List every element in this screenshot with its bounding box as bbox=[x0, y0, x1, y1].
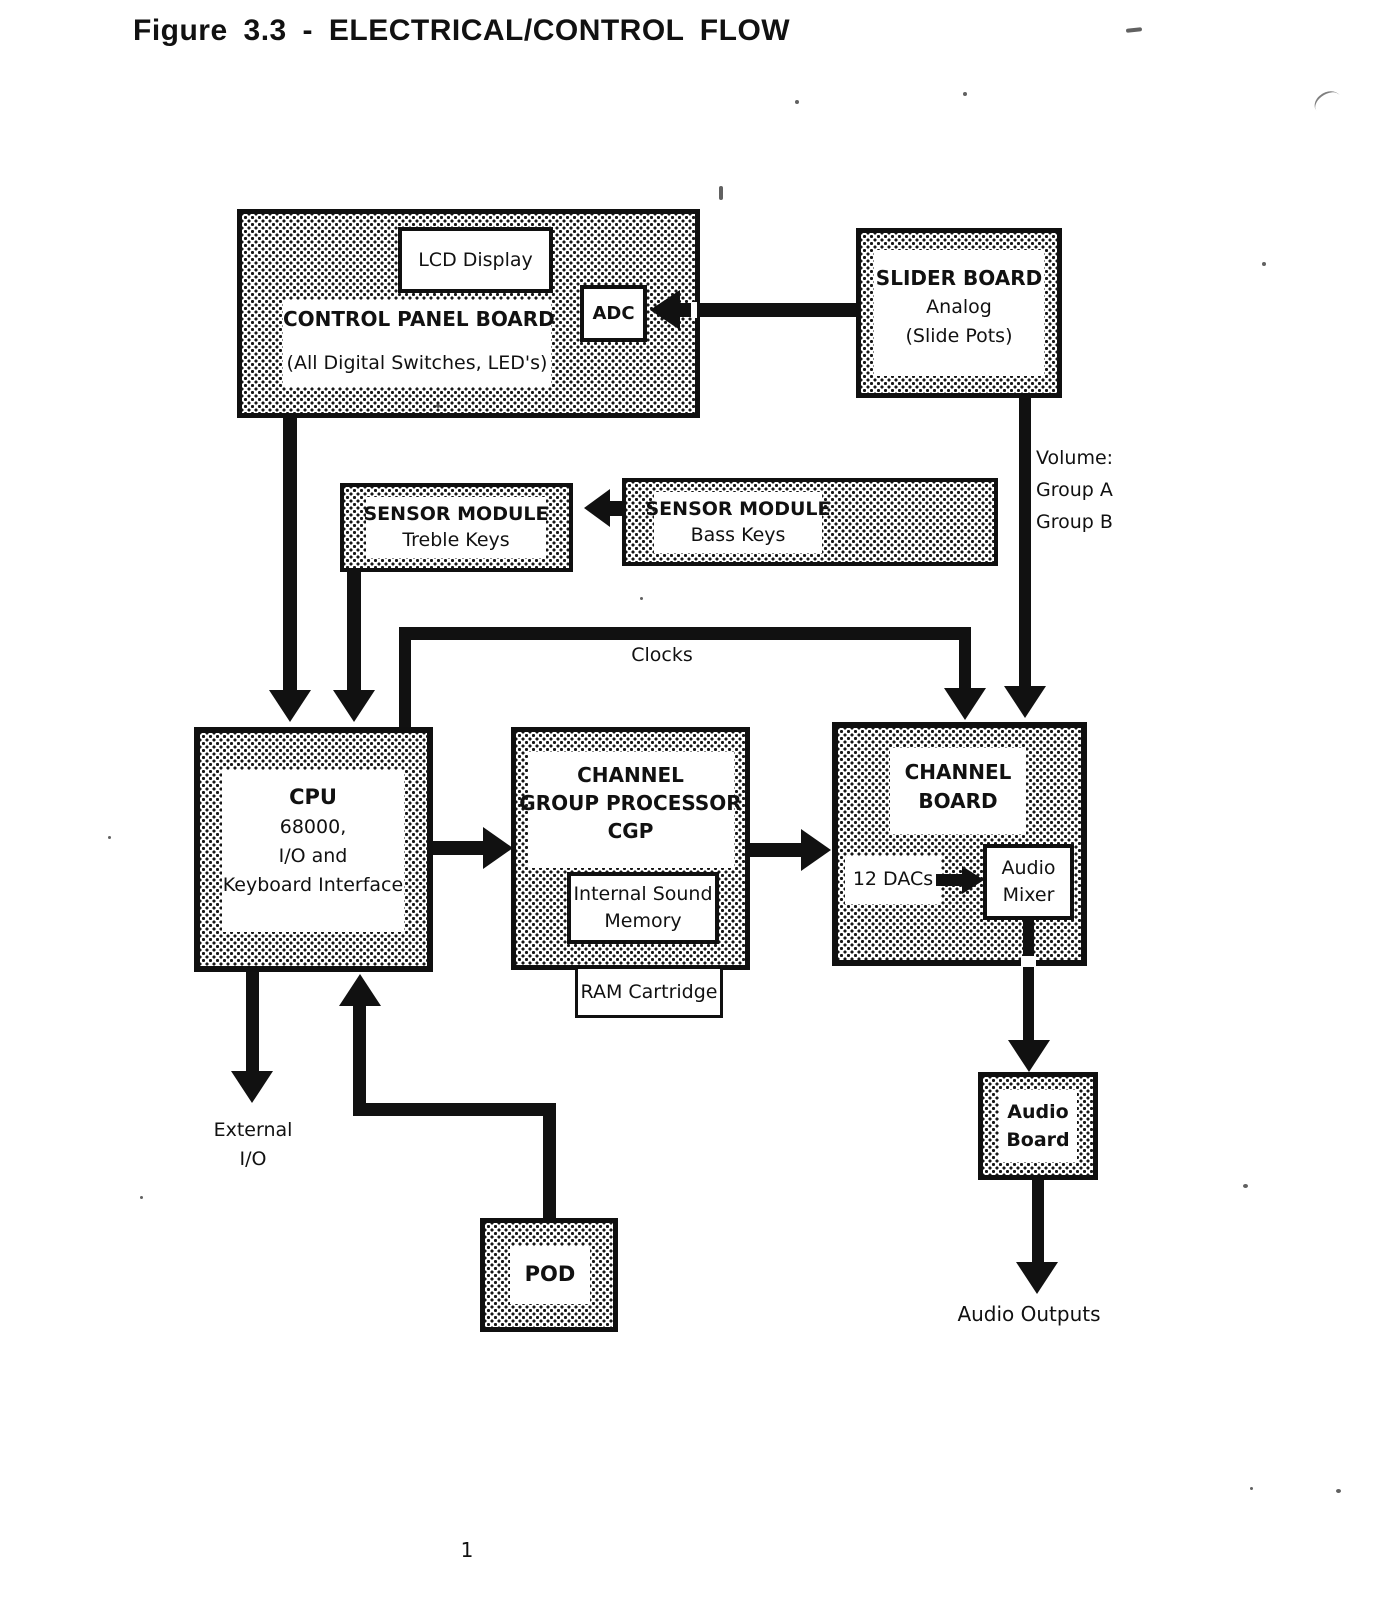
arrow-treble-to-cpu-shaft bbox=[347, 570, 361, 692]
arrow-cpb-to-cpu-shaft bbox=[283, 416, 297, 692]
audio-mixer-box: Audio Mixer bbox=[983, 844, 1074, 920]
arrow-audio-board-to-outputs-head bbox=[1016, 1262, 1058, 1294]
arrow-pod-to-cpu-horizontal bbox=[353, 1103, 556, 1116]
internal-sound-memory-line1: Internal Sound bbox=[573, 883, 713, 905]
control-panel-board-title: CONTROL PANEL BOARD bbox=[283, 307, 555, 331]
audio-board-line1: Audio bbox=[1007, 1101, 1069, 1123]
arrow-clocks-to-channel-board-head bbox=[944, 688, 986, 720]
dacs-label: 12 DACs bbox=[852, 868, 934, 890]
figure-title: Figure 3.3 - ELECTRICAL/CONTROL FLOW bbox=[133, 14, 791, 47]
slider-board-title: SLIDER BOARD bbox=[875, 266, 1043, 290]
clocks-line-left-vertical bbox=[399, 634, 411, 729]
sensor-treble-subtitle: Treble Keys bbox=[402, 529, 510, 551]
sensor-bass-backdrop bbox=[654, 492, 822, 553]
arrow-cpu-to-external-io-head bbox=[231, 1071, 273, 1103]
arrow-pod-to-cpu-riser bbox=[543, 1103, 556, 1220]
cpu-line1: CPU bbox=[289, 785, 337, 809]
arrow-slider-to-channel-board-head bbox=[1004, 686, 1046, 718]
volume-label-line1: Volume: bbox=[1036, 447, 1114, 469]
channel-board-backdrop bbox=[890, 748, 1026, 834]
arrow-slider-to-adc-gap bbox=[691, 302, 697, 318]
audio-board-backdrop bbox=[999, 1090, 1077, 1162]
sensor-treble-backdrop bbox=[366, 497, 546, 558]
adc-box: ADC bbox=[580, 285, 647, 342]
cgp-backdrop bbox=[528, 752, 734, 868]
arrow-bass-to-treble-head bbox=[584, 489, 610, 527]
dacs-backdrop bbox=[845, 856, 941, 904]
arrow-dacs-to-mixer-shaft bbox=[936, 874, 966, 886]
external-io-line1: External bbox=[213, 1119, 293, 1141]
internal-sound-memory-line2: Memory bbox=[604, 910, 682, 932]
arrow-bass-to-treble-shaft bbox=[608, 501, 624, 516]
page-number: 1 bbox=[460, 1538, 474, 1562]
pod-backdrop bbox=[510, 1246, 590, 1304]
sensor-treble-title: SENSOR MODULE bbox=[363, 503, 549, 525]
scan-artifact bbox=[1250, 1487, 1253, 1490]
cpu-backdrop bbox=[222, 770, 404, 932]
cpu-line2: 68000, bbox=[279, 816, 347, 838]
scan-artifact bbox=[719, 186, 723, 200]
arrow-slider-to-adc-head bbox=[650, 290, 680, 330]
control-panel-board-subtitle: (All Digital Switches, LED's) bbox=[286, 352, 548, 374]
scan-artifact bbox=[1243, 1184, 1248, 1188]
audio-board-line2: Board bbox=[1006, 1129, 1070, 1151]
arrow-audio-board-to-outputs-shaft bbox=[1032, 1180, 1044, 1264]
clocks-label: Clocks bbox=[631, 644, 693, 666]
volume-label-line2: Group A bbox=[1036, 479, 1113, 501]
scan-artifact bbox=[140, 1196, 143, 1199]
audio-mixer-line2: Mixer bbox=[1002, 884, 1055, 906]
sensor-bass-title: SENSOR MODULE bbox=[645, 498, 831, 520]
slider-board-line3: (Slide Pots) bbox=[905, 325, 1013, 347]
arrow-cgp-to-channel-board-shaft bbox=[750, 843, 803, 857]
ram-cartridge-label: RAM Cartridge bbox=[580, 981, 718, 1003]
cpu-line3: I/O and bbox=[278, 845, 348, 867]
lcd-display-label: LCD Display bbox=[418, 249, 533, 271]
arrow-cpu-to-cgp-head bbox=[483, 827, 513, 869]
scan-artifact bbox=[1125, 27, 1143, 33]
cgp-line1: CHANNEL bbox=[577, 763, 684, 787]
ram-cartridge-box: RAM Cartridge bbox=[575, 966, 723, 1018]
scan-artifact bbox=[795, 100, 799, 104]
scan-artifact bbox=[1262, 262, 1266, 266]
arrow-cpu-to-cgp-shaft bbox=[433, 841, 485, 855]
audio-outputs-label: Audio Outputs bbox=[957, 1302, 1101, 1326]
arrow-cpb-to-cpu-head bbox=[269, 690, 311, 722]
channel-board-line1: CHANNEL bbox=[904, 760, 1012, 784]
slider-board-backdrop bbox=[874, 250, 1044, 376]
audio-mixer-line1: Audio bbox=[1001, 857, 1056, 879]
arrow-treble-to-cpu-head bbox=[333, 690, 375, 722]
clocks-line-horizontal bbox=[399, 627, 971, 640]
scan-artifact bbox=[1336, 1489, 1341, 1493]
control-panel-label-backdrop bbox=[283, 300, 551, 387]
scan-artifact bbox=[108, 836, 111, 839]
arrow-pod-to-cpu-head bbox=[339, 974, 381, 1006]
scan-artifact bbox=[436, 404, 440, 408]
volume-label-line3: Group B bbox=[1036, 511, 1113, 533]
external-io-line2: I/O bbox=[239, 1148, 267, 1170]
arrow-mixer-to-audio-board-shaft bbox=[1023, 918, 1034, 1042]
arrow-cpu-to-external-io-shaft bbox=[246, 972, 259, 1073]
arrow-mixer-gap bbox=[1021, 956, 1036, 967]
arrow-dacs-to-mixer-head bbox=[962, 866, 984, 894]
internal-sound-memory-box: Internal Sound Memory bbox=[567, 872, 719, 944]
cgp-line2: GROUP PROCESSOR bbox=[519, 791, 742, 815]
arrow-pod-to-cpu-vertical bbox=[353, 1004, 366, 1110]
lcd-display-box: LCD Display bbox=[398, 227, 553, 293]
arrow-slider-to-adc-shaft bbox=[678, 303, 856, 317]
channel-board-line2: BOARD bbox=[918, 789, 998, 813]
scan-artifact bbox=[1310, 85, 1346, 121]
arrow-slider-to-channel-board-shaft bbox=[1019, 396, 1031, 688]
scan-artifact bbox=[963, 92, 967, 96]
arrow-mixer-to-audio-board-head bbox=[1008, 1040, 1050, 1072]
arrow-cgp-to-channel-board-head bbox=[801, 829, 831, 871]
clocks-line-right-vertical bbox=[959, 634, 971, 692]
scan-artifact bbox=[640, 597, 643, 600]
cgp-line3: CGP bbox=[607, 819, 654, 843]
sensor-bass-subtitle: Bass Keys bbox=[690, 524, 786, 546]
slider-board-line2: Analog bbox=[926, 296, 992, 318]
adc-label: ADC bbox=[592, 303, 635, 324]
cpu-line4: Keyboard Interface bbox=[222, 874, 404, 896]
pod-label: POD bbox=[524, 1262, 576, 1286]
